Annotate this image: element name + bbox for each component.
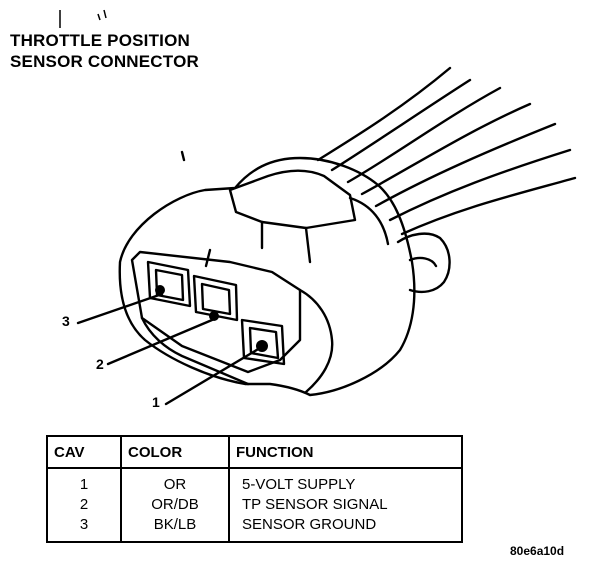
cell-color: OR/DB [120,495,230,515]
connector-wires [316,66,577,236]
callout-2: 2 [96,356,104,372]
leader-line-3 [76,292,164,325]
header-color: COLOR [120,436,230,469]
table-header-row: CAV COLOR FUNCTION [46,436,463,469]
cell-cav: 3 [46,515,122,542]
cell-cav: 2 [46,495,122,515]
table-row: 1 OR 5-VOLT SUPPLY [46,468,463,495]
callout-1: 1 [152,394,160,410]
terminal-1 [256,340,268,352]
cell-color: BK/LB [120,515,230,542]
table-row: 2 OR/DB TP SENSOR SIGNAL [46,495,463,515]
figure-code: 80e6a10d [510,544,565,558]
header-cav: CAV [46,436,122,469]
leader-line-1 [164,346,262,406]
header-function: FUNCTION [228,436,463,469]
terminal-3 [155,285,165,295]
connector-housing [118,156,416,397]
title-line-2: SENSOR CONNECTOR [10,52,199,71]
diagram-title: THROTTLE POSITION SENSOR CONNECTOR [10,30,199,72]
cell-cav: 1 [46,468,122,495]
title-line-1: THROTTLE POSITION [10,31,191,50]
leader-line-2 [106,318,214,366]
cell-function: SENSOR GROUND [228,515,463,542]
callout-3: 3 [62,313,70,329]
table-row: 3 BK/LB SENSOR GROUND [46,515,463,542]
connector-latch [228,169,357,230]
cell-color: OR [120,468,230,495]
cell-function: TP SENSOR SIGNAL [228,495,463,515]
terminal-2 [209,311,219,321]
pinout-table: CAV COLOR FUNCTION 1 OR 5-VOLT SUPPLY 2 … [46,435,463,543]
cell-function: 5-VOLT SUPPLY [228,468,463,495]
